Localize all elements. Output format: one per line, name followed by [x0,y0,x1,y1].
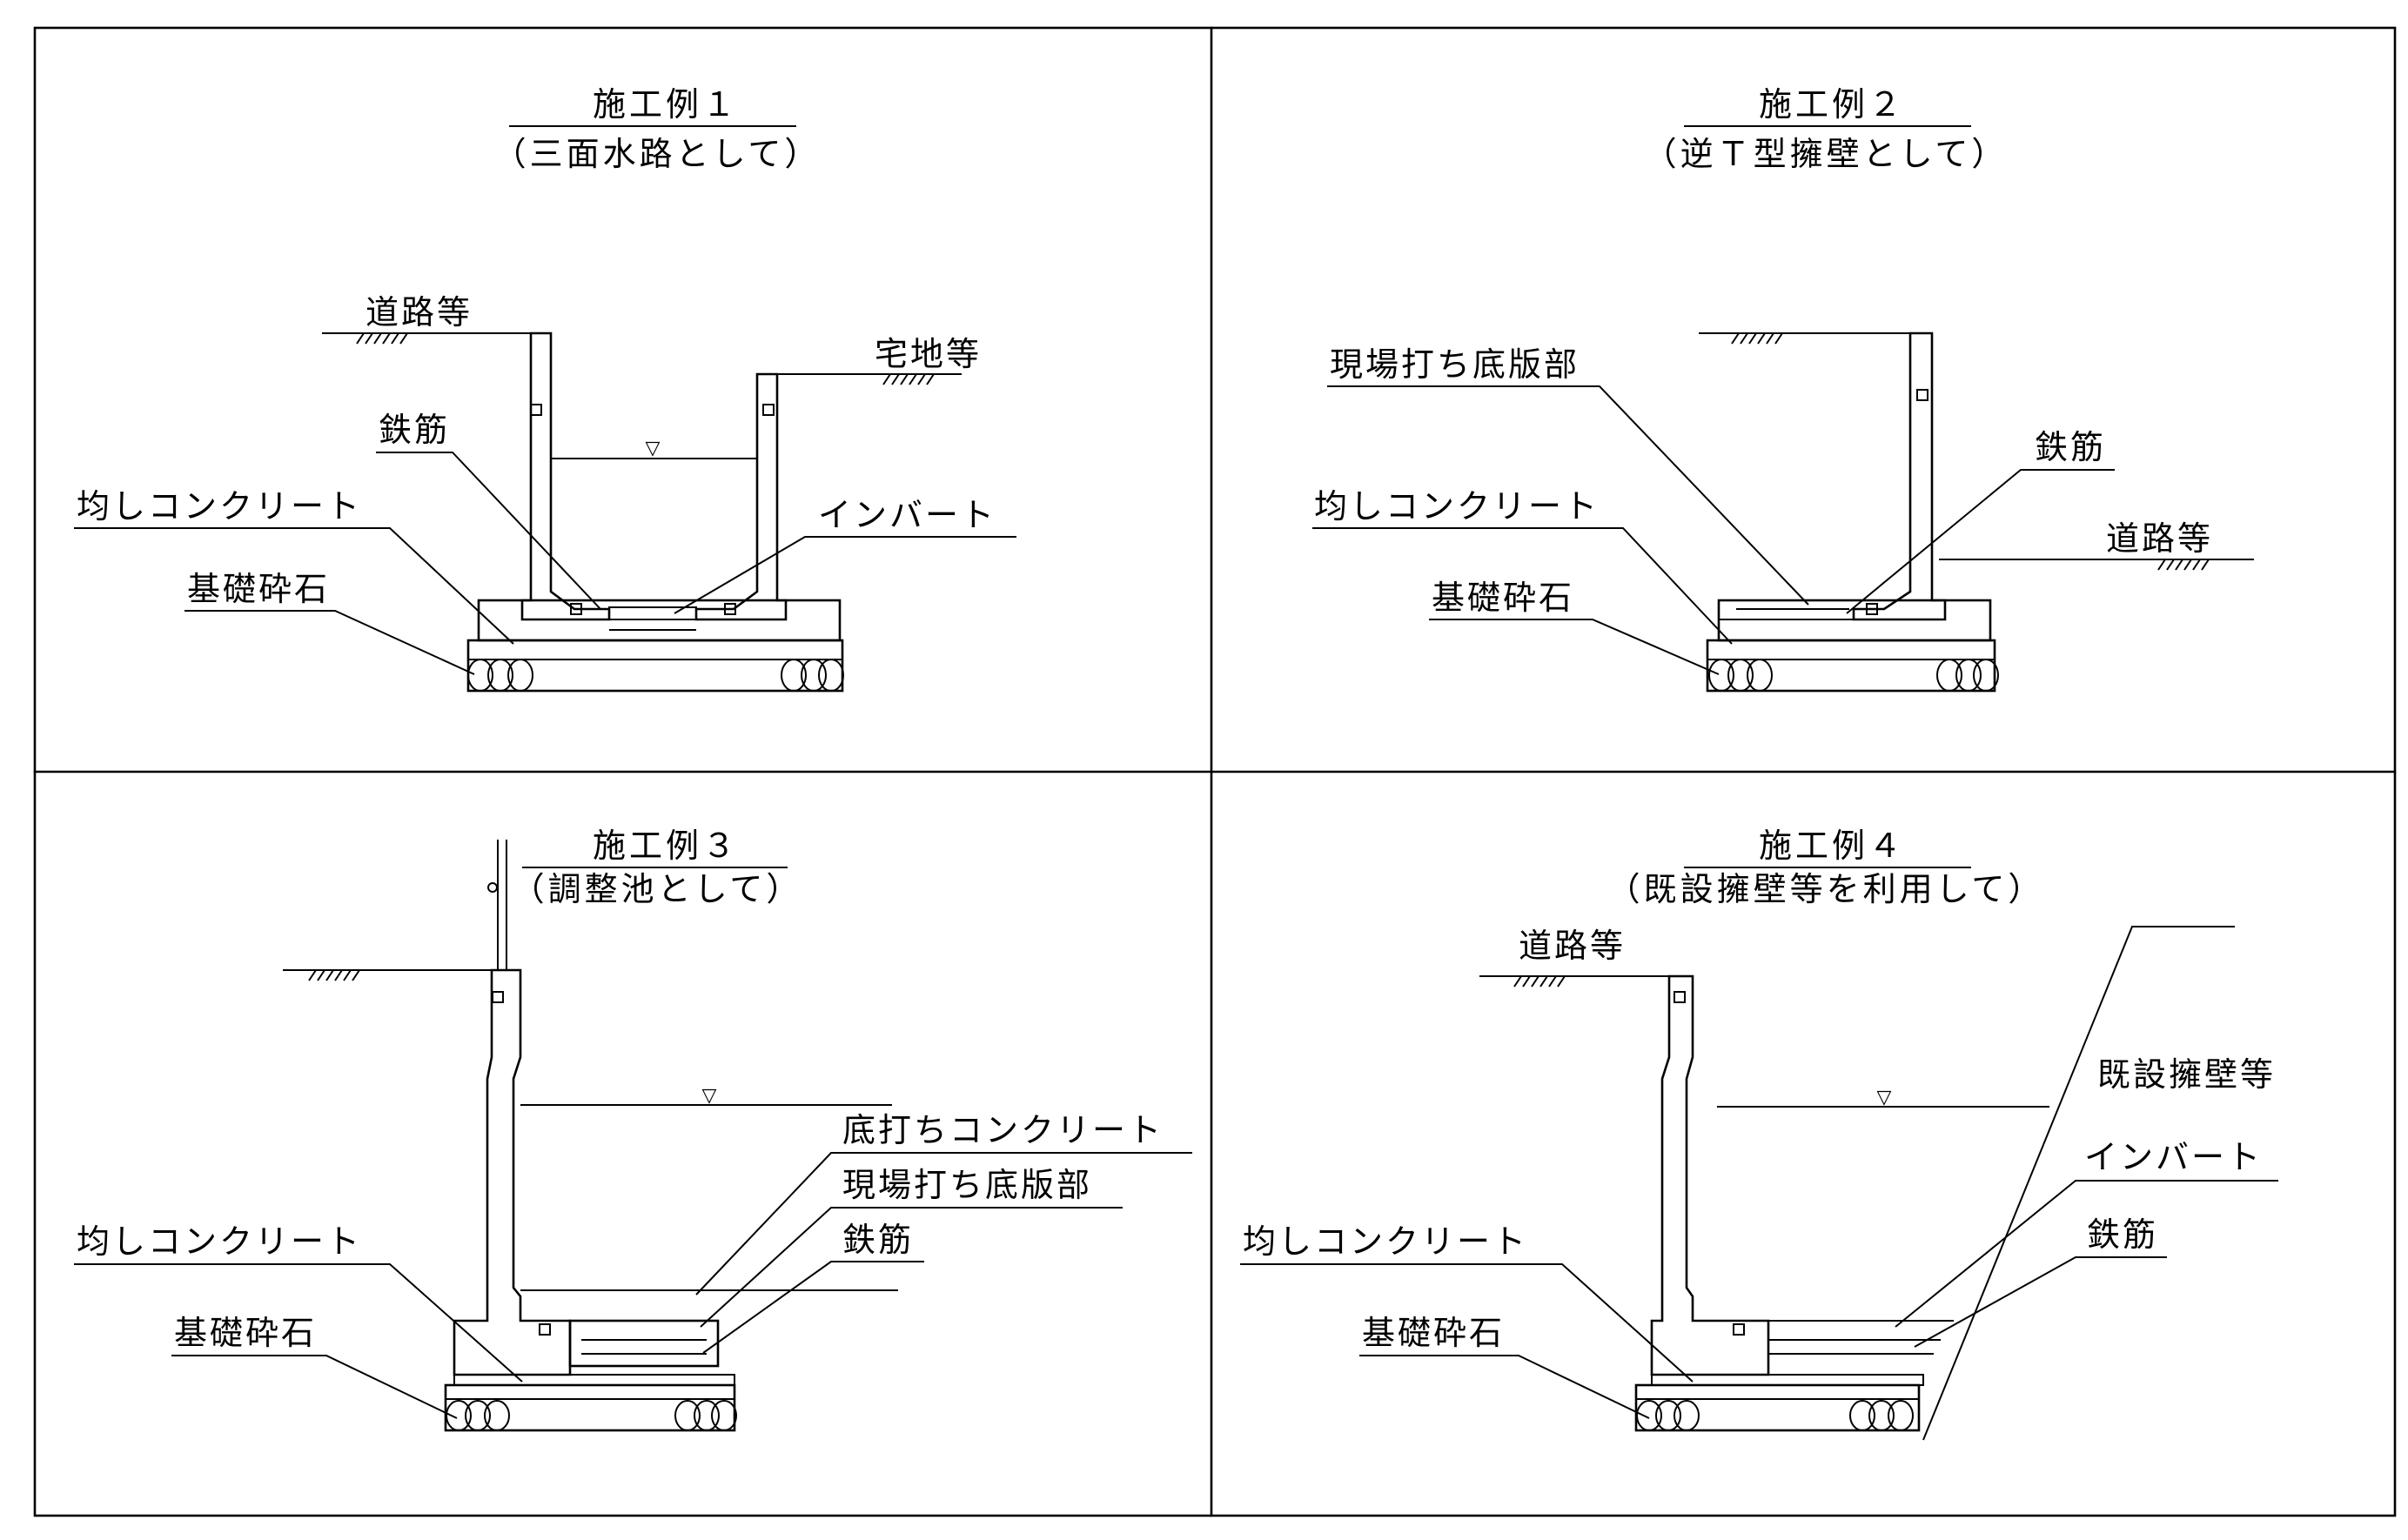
panel3-label-rebar: 鉄筋 [842,1221,914,1259]
panel1-road-hatch [356,332,408,345]
panel1-gravel-base [466,639,844,693]
panel2-wall [1852,331,1947,621]
panel2-leader-rebar [1846,469,2115,614]
panel4-leader-rebar [1914,1256,2167,1348]
panel3-gravel-stones [446,1400,737,1431]
panel1-leader-rebar [376,452,601,610]
panel2-label-road: 道路等 [2106,519,2213,558]
panel4-leader-gravel [1359,1355,1650,1419]
panel1-gravel-stones [467,659,844,692]
panel4-label-existing-wall: 既設擁壁等 [2097,1055,2276,1094]
panel1-label-leveling: 均しコンクリート [77,487,362,526]
panel3-water-level-icon: ▽ [702,1085,717,1107]
panel2-subtitle: （逆Ｔ型擁壁として） [1644,135,2009,173]
panel3-label-slab: 現場打ち底版部 [842,1166,1092,1204]
panel3-leader-leveling [74,1263,523,1383]
panel4-label-leveling: 均しコンクリート [1243,1222,1528,1261]
panel1-water-level-icon: ▽ [646,438,661,459]
panel2-title: 施工例２ [1759,85,1905,124]
panel3-leader-rebar [702,1261,924,1354]
panel3-title: 施工例３ [593,827,739,865]
panel4-label-invert: インバート [2084,1138,2263,1176]
panel4-water-level-icon: ▽ [1877,1087,1892,1108]
panel1-label-road: 道路等 [366,293,473,331]
panel4-gravel-stones [1636,1400,1914,1431]
panel2-leader-leveling [1312,527,1733,645]
panel3-leader-gravel [171,1355,458,1419]
panel-example-4: 施工例４ （既設擁壁等を利用して） ▽ 道路等 既設擁壁等 インバート [1240,827,2278,1441]
panel3-subtitle: （調整池として） [512,870,803,908]
panel-example-3: 施工例３ （調整池として） ▽ 底打ちコンクリート 現場 [74,827,1192,1432]
panel3-label-leveling: 均しコンクリート [77,1222,362,1261]
panel2-label-leveling: 均しコンクリート [1314,487,1600,526]
panel2-label-slab: 現場打ち底版部 [1330,345,1580,384]
sheet-frame [33,26,2397,1517]
panel1-label-rebar: 鉄筋 [379,411,450,449]
panel3-leveling-concrete [453,1374,735,1386]
panel4-title: 施工例４ [1759,827,1905,865]
panel-example-2: 施工例２ （逆Ｔ型擁壁として） 現場打ち底版部 鉄筋 [1312,85,2254,693]
panel4-wall [1650,974,1770,1376]
panel2-leader-slab [1327,385,1809,606]
panel1-anchor-icons [530,404,775,615]
panel1-leader-gravel [184,610,475,675]
panel1-label-residential: 宅地等 [875,335,982,373]
panel3-label-bottom-concrete: 底打ちコンクリート [842,1111,1164,1149]
panel4-label-road: 道路等 [1519,927,1626,965]
panel1-label-invert: インバート [818,496,996,534]
panel3-label-gravel: 基礎砕石 [174,1314,317,1352]
panel2-label-rebar: 鉄筋 [2035,428,2106,466]
panel2-label-gravel: 基礎砕石 [1432,579,1574,617]
panel3-cast-slab [568,1319,720,1368]
panel4-label-rebar: 鉄筋 [2087,1215,2158,1254]
panel4-existing-wall-slope [1922,926,2235,1441]
panel3-ground-hatch [308,969,360,981]
panel2-gravel-stones [1708,659,1999,692]
panel3-leader-slab [700,1207,1123,1328]
panel4-ground-hatch [1513,975,1566,988]
panel4-subtitle: （既設擁壁等を利用して） [1607,870,2045,908]
panel1-label-gravel: 基礎砕石 [187,570,330,608]
panel3-leader-bottom-concrete [695,1152,1192,1296]
panel2-leader-gravel [1429,619,1720,675]
panel4-label-gravel: 基礎砕石 [1362,1314,1505,1352]
panel4-gravel-base [1634,1383,1921,1432]
panel-example-1: 施工例１ （三面水路として） [74,85,1016,693]
panel1-residential-hatch [882,373,935,385]
panel4-anchor-icons [1674,991,1745,1336]
panel2-anchor-icons [1866,389,1928,615]
panel4-leveling-concrete [1651,1374,1924,1386]
panel3-anchor-icons [492,991,551,1336]
panel2-ground-hatch-right [2157,559,2210,571]
panel2-ground-hatch-left [1731,332,1783,345]
panel3-wall [453,968,572,1376]
panel1-leader-leveling [74,527,514,645]
panel1-leader-invert [674,536,1016,614]
panel1-title: 施工例１ [593,85,739,124]
panel1-left-wall [520,331,611,621]
panel4-leader-leveling [1240,1263,1694,1383]
panel1-invert-block [608,606,697,620]
panel4-leader-invert [1895,1180,2278,1328]
panel1-right-wall [694,372,788,621]
panel1-subtitle: （三面水路として） [493,135,822,173]
